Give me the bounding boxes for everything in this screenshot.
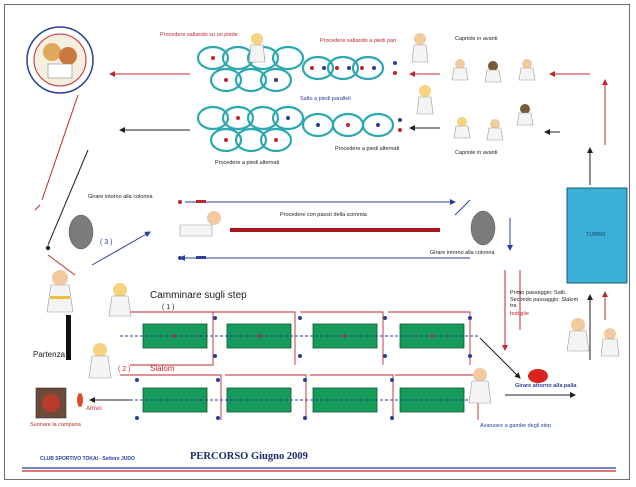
label-departure: Partenza <box>33 350 66 359</box>
cone-icon <box>45 245 51 251</box>
step-dots <box>135 316 472 420</box>
path-left-down <box>47 254 76 276</box>
label-forward-roll: Capriole in avanti <box>455 36 498 42</box>
label-jump-ball: Girare attorno alla palla <box>515 383 577 389</box>
path-left-black <box>47 149 89 246</box>
ring-field <box>196 45 395 153</box>
label-final-note: Avanzare a gambe degli step <box>480 423 552 429</box>
label-jump-parallel: Salto a piedi paralleli <box>300 96 351 102</box>
label-turn-left: Girare intorno alla colonna <box>88 194 153 200</box>
label-stairs-red: bottiglie <box>510 311 529 317</box>
judoka-figure-icon <box>46 33 620 404</box>
label-column-walk: Procedere con passo della scimmia <box>280 212 367 218</box>
label-arrival: Arrivo <box>86 406 102 412</box>
ball-icon <box>528 369 548 383</box>
label-back-roll: Capriole in avanti <box>455 150 498 156</box>
label-hop-single: Procedere saltando su un piede <box>160 32 238 38</box>
arrow-column-up <box>91 231 151 266</box>
column-left <box>68 214 94 250</box>
arrival-cone <box>77 393 83 407</box>
label-step-three: ( 3 ) <box>100 239 113 246</box>
label-step-one: ( 1 ) <box>162 304 175 311</box>
label-slalom: Slalom <box>150 364 175 373</box>
club-logo-icon <box>26 26 94 94</box>
marker-red <box>196 200 206 203</box>
label-alternate-left: Procedere a piedi alternati <box>215 160 280 166</box>
label-tatami: TURBO <box>586 232 606 238</box>
label-step-two: ( 2 ) <box>118 366 131 373</box>
label-alternate-right: Procedere a piedi alternati <box>335 146 400 152</box>
label-turn-right: Girare intorno alla colonna <box>430 250 495 256</box>
label-stairs-note: Primo passaggio: Salti. Secondo passaggi… <box>510 290 579 309</box>
label-bell: Suonare la campana <box>30 422 81 428</box>
footer-club: CLUB SPORTIVO TOKAI - Settore JUDO <box>40 456 135 462</box>
label-hop-both: Procedere saltando a piedi pari <box>320 38 397 44</box>
start-post <box>66 315 71 360</box>
marker-blue <box>196 256 206 259</box>
footer-title: PERCORSO Giugno 2009 <box>190 451 308 462</box>
tatami-mat <box>566 187 628 284</box>
arrow-to-ball <box>479 337 521 379</box>
label-walk-step: Camminare sugli step <box>150 290 247 301</box>
column-right <box>470 210 496 246</box>
path-left-red <box>41 94 79 201</box>
